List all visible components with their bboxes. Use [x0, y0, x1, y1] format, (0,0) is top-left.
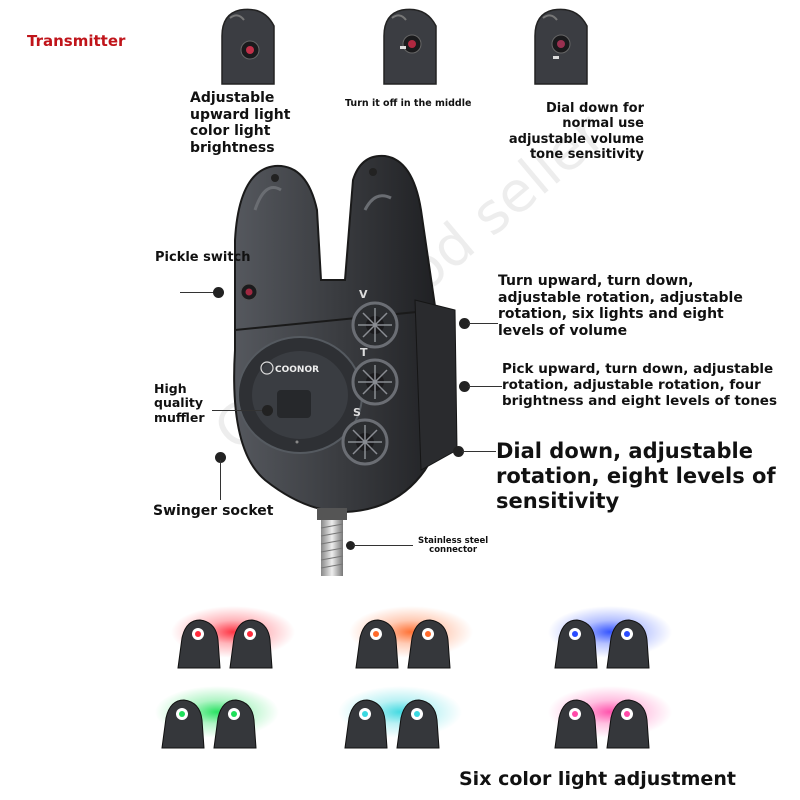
- volume-knob-dot: [459, 318, 470, 329]
- swinger-socket-dot: [215, 452, 226, 463]
- connector-leader: [353, 545, 413, 546]
- swinger-socket-leader: [220, 460, 221, 500]
- sensitivity-knob-leader: [462, 451, 496, 452]
- color-demo-orange: [349, 606, 473, 669]
- pickle-switch-dot: [213, 287, 224, 298]
- page-title: Transmitter: [27, 32, 126, 50]
- inset-2-caption: Turn it off in the middle: [345, 98, 472, 109]
- inset-3-caption: Dial down for normal use adjustable volu…: [508, 101, 644, 162]
- color-demo-green: [155, 686, 279, 749]
- volume-knob-label: Turn upward, turn down, adjustable rotat…: [498, 273, 743, 339]
- pickle-switch-leader: [180, 292, 218, 293]
- pickle-switch-label: Pickle switch: [155, 250, 251, 265]
- tone-knob-leader: [468, 386, 502, 387]
- top-inset-2: [383, 8, 437, 85]
- color-demo-cyan: [338, 686, 462, 749]
- inset-1-caption: Adjustable upward light color light brig…: [190, 90, 291, 156]
- sensitivity-knob-dot: [453, 446, 464, 457]
- color-demo-blue: [548, 606, 672, 669]
- color-demo-caption: Six color light adjustment: [459, 768, 736, 790]
- bite-alarm-device: COONOR V T S: [233, 154, 458, 576]
- tone-knob-label: Pick upward, turn down, adjustable rotat…: [502, 361, 777, 409]
- top-inset-1: [221, 8, 275, 85]
- color-demo-red: [171, 606, 295, 669]
- volume-knob[interactable]: [351, 301, 399, 349]
- connector-label: Stainless steel connector: [418, 536, 489, 556]
- color-demo-pink: [548, 686, 672, 749]
- swinger-socket-label: Swinger socket: [153, 503, 274, 519]
- muffler-leader: [212, 410, 267, 411]
- muffler-label: High quality muffler: [154, 381, 205, 425]
- brand-logo-text: COONOR: [275, 365, 319, 375]
- knob-letter-s: S: [353, 406, 361, 419]
- sensitivity-knob-label: Dial down, adjustable rotation, eight le…: [496, 439, 776, 514]
- knob-letter-t: T: [360, 346, 368, 359]
- volume-knob-leader: [468, 323, 498, 324]
- connector-dot: [346, 541, 355, 550]
- knob-letter-v: V: [359, 288, 368, 301]
- top-inset-3: [534, 8, 588, 85]
- tone-knob[interactable]: [351, 358, 399, 406]
- muffler-dot: [262, 405, 273, 416]
- sensitivity-knob[interactable]: [341, 418, 389, 466]
- tone-knob-dot: [459, 381, 470, 392]
